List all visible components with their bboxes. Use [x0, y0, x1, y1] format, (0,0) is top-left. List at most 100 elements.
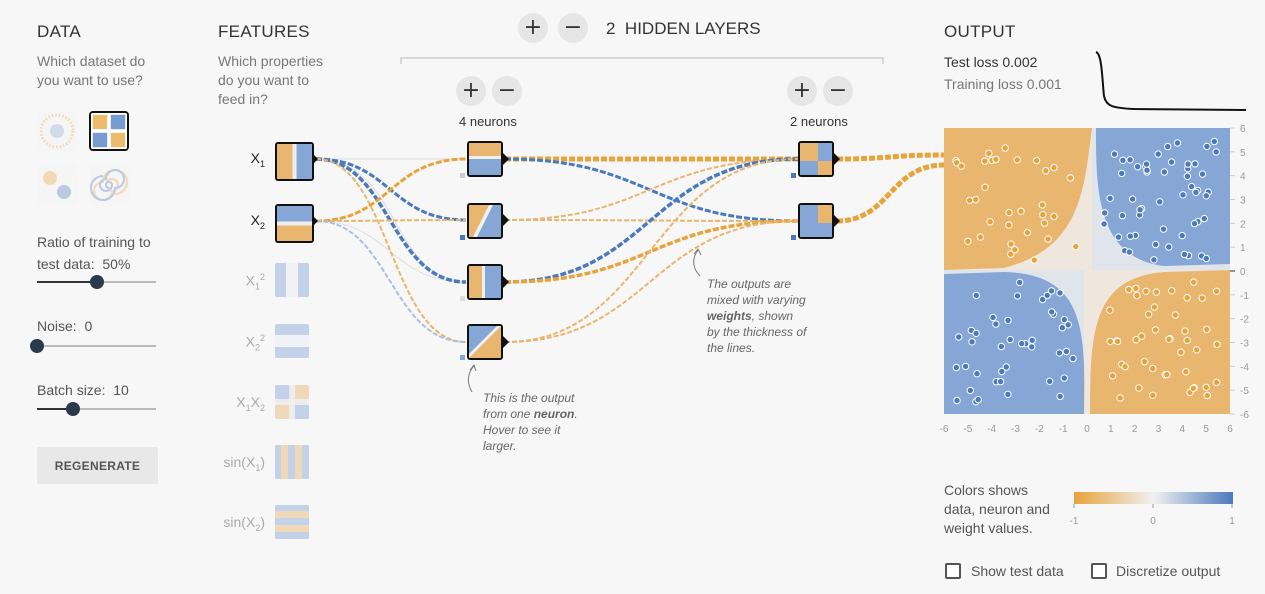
link-n2-m1[interactable] [504, 158, 799, 221]
link-x1-n4[interactable] [315, 158, 467, 343]
data-point [1125, 285, 1133, 294]
data-point [1142, 160, 1151, 168]
batch-slider-knob[interactable] [65, 402, 80, 416]
feature-label-3: X12 [225, 272, 265, 291]
data-point [1047, 287, 1056, 295]
feature-toggle-4[interactable] [275, 324, 309, 358]
neuron-annotation-line3: Hover to see it [483, 423, 561, 437]
batch-slider[interactable] [37, 402, 156, 416]
link-x2-n1[interactable] [315, 157, 467, 223]
link-x2-n2[interactable] [315, 219, 467, 222]
neuron-annotation-line1: This is the output [483, 391, 575, 405]
link-n4-m1[interactable] [504, 158, 799, 343]
data-point [1202, 383, 1210, 391]
bias-n2 [460, 235, 465, 240]
neuron-l1-3[interactable] [467, 264, 503, 300]
feature-toggle-3[interactable] [275, 263, 309, 297]
regenerate-button[interactable]: REGENERATE [37, 447, 158, 484]
data-point [1126, 232, 1135, 240]
ratio-slider-knob[interactable] [89, 275, 104, 289]
feature-label-1: X1 [225, 150, 265, 169]
y-tick-label: -1 [1240, 291, 1249, 302]
data-point [1017, 207, 1025, 216]
show-test-data-checkbox[interactable] [945, 563, 961, 579]
data-point [1016, 278, 1024, 287]
link-n2-m2[interactable] [504, 219, 799, 222]
feature-subscript: 1 [245, 402, 251, 413]
training-loss: Training loss 0.001 [944, 76, 1062, 92]
neuron-annotation: This is the output from one neuron. Hove… [483, 390, 578, 454]
remove-neuron-layer2-button[interactable]: − [823, 76, 853, 106]
hidden-layers-bracket [400, 57, 884, 64]
noise-label-text: Noise: [37, 318, 77, 334]
add-neuron-layer1-button[interactable]: + [456, 76, 486, 106]
data-point [1177, 348, 1185, 356]
neuron-l1-4[interactable] [467, 324, 503, 360]
link-n4-m2[interactable] [504, 220, 799, 343]
bias-n1 [460, 173, 465, 178]
feature-superscript: 2 [259, 333, 265, 343]
link-m2-out[interactable] [836, 162, 945, 224]
data-point [1119, 156, 1127, 164]
dataset-question-line2: you want to use? [37, 72, 143, 88]
dataset-circle-thumbnail[interactable] [37, 111, 77, 151]
data-point [966, 386, 974, 395]
data-point [1004, 390, 1012, 398]
x-tick-label: 1 [1108, 424, 1114, 435]
data-point [973, 370, 981, 378]
feature-base: sin(X [223, 514, 256, 530]
remove-layer-button[interactable]: − [558, 13, 588, 43]
data-point [1142, 287, 1150, 296]
dataset-spiral-thumbnail[interactable] [89, 165, 129, 205]
link-n3-m2[interactable] [504, 219, 799, 284]
remove-neuron-layer1-button[interactable]: − [492, 76, 522, 106]
feature-toggle-1[interactable] [275, 142, 314, 181]
data-point [1212, 287, 1221, 296]
x1-output-marker [312, 153, 318, 165]
feature-toggle-7[interactable] [275, 505, 309, 539]
data-point [1106, 306, 1114, 314]
dataset-xor-thumbnail[interactable] [89, 111, 129, 151]
data-point [974, 395, 982, 404]
feature-toggle-6[interactable] [275, 445, 309, 479]
noise-slider[interactable] [30, 339, 156, 353]
noise-slider-knob[interactable] [30, 339, 44, 353]
bias-m1 [791, 173, 796, 178]
data-point [981, 183, 989, 191]
color-scale: -1 0 1 [1070, 492, 1235, 527]
noise-label: Noise: 0 [37, 318, 92, 334]
discretize-output-label[interactable]: Discretize output [1116, 563, 1221, 579]
neuron-l1-1[interactable] [467, 141, 503, 177]
link-m1-out[interactable] [836, 152, 945, 162]
feature-base: X [245, 333, 255, 350]
neuron-l1-2[interactable] [467, 203, 503, 239]
data-point [1183, 294, 1191, 302]
dataset-gaussian-thumbnail[interactable] [37, 165, 77, 205]
add-neuron-layer2-button[interactable]: + [787, 76, 817, 106]
hidden-layers-label: HIDDEN LAYERS [624, 19, 761, 38]
link-x2-n4[interactable] [315, 220, 467, 343]
show-test-data-label[interactable]: Show test data [971, 563, 1064, 579]
add-layer-button[interactable]: + [518, 13, 548, 43]
training-loss-label: Training loss [944, 76, 1023, 92]
features-question: Which properties do you want to feed in? [218, 52, 323, 109]
batch-value: 10 [113, 382, 129, 398]
data-point [1040, 219, 1049, 227]
link-n3-m1[interactable] [504, 157, 799, 284]
data-point [992, 320, 1000, 328]
discretize-output-checkbox[interactable] [1091, 563, 1107, 579]
data-point [1056, 289, 1064, 297]
features-question-line1: Which properties [218, 53, 324, 69]
ratio-slider[interactable] [37, 275, 156, 289]
data-point [1167, 158, 1176, 166]
feature-toggle-2[interactable] [275, 204, 314, 243]
feature-toggle-5[interactable] [275, 385, 309, 419]
feature-subscript: 2 [259, 220, 265, 231]
data-point [1150, 256, 1158, 264]
neuron-l2-2[interactable] [798, 203, 834, 239]
dataset-question: Which dataset do you want to use? [37, 52, 145, 90]
data-point [1179, 191, 1187, 199]
neuron-l2-1[interactable] [798, 141, 834, 177]
